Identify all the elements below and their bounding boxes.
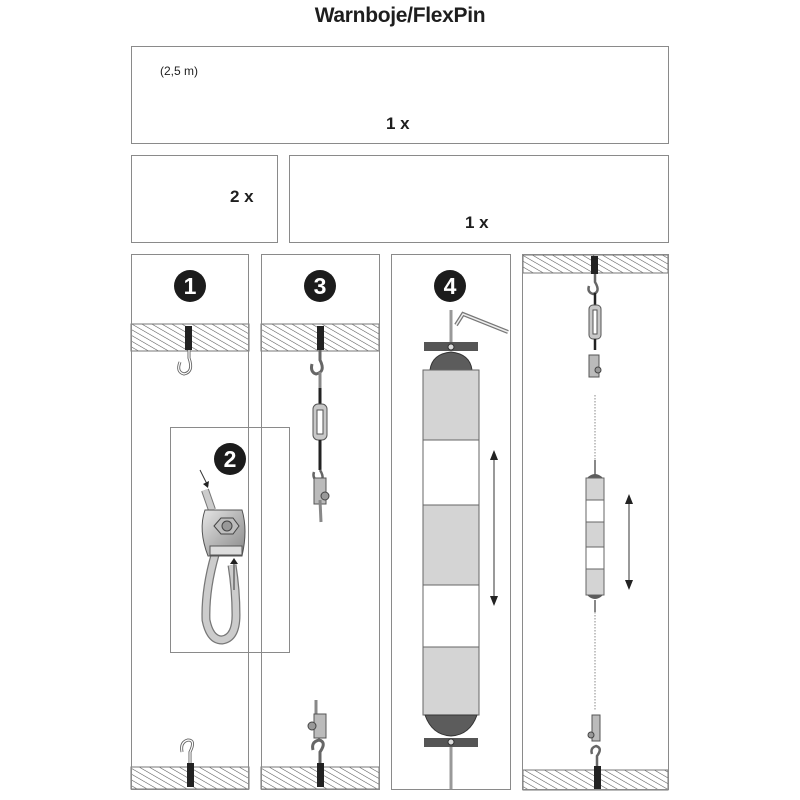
panel-step-1: [131, 254, 249, 790]
panel-turnbuckle: [289, 155, 669, 243]
panel-step-3: [261, 254, 380, 790]
step4-buoy: [422, 310, 509, 789]
step-badge-3: 3: [304, 270, 336, 302]
step2-loop-illustration: [199, 469, 246, 645]
buoy-length-label: (2,5 m): [160, 64, 199, 78]
panel-buoy: [131, 46, 669, 144]
installed-overview: [585, 274, 633, 766]
turnbuckle-quantity: 1 x: [465, 213, 489, 232]
step-badge-2: 2: [214, 443, 246, 475]
page-title: Warnboje/FlexPin: [314, 4, 486, 27]
buoy-quantity: 1 x: [386, 114, 410, 133]
wire-clamp-quantity: 2 x: [230, 187, 254, 206]
panel-step-2: [170, 427, 290, 653]
hatched-surfaces: [130, 254, 669, 791]
step-badge-1: 1: [174, 270, 206, 302]
step3-assembly: [307, 350, 330, 763]
panel-step-4: [391, 254, 511, 790]
panel-installed: [522, 254, 669, 790]
panel-wire-clamp: [131, 155, 278, 243]
step-badge-4: 4: [434, 270, 466, 302]
step1-hooks: [177, 350, 195, 763]
